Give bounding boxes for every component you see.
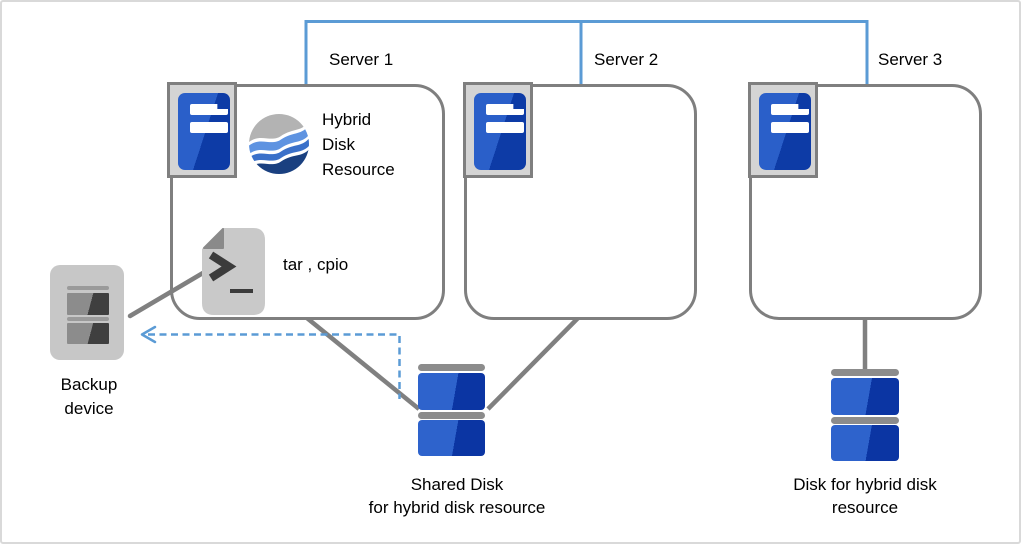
backup-device-label: Backup device: [34, 373, 144, 421]
hybrid-disk-resource-label: Hybrid Disk Resource: [322, 107, 395, 182]
server-icon-slot: [190, 122, 228, 133]
disk-platter-bar: [831, 369, 899, 376]
backup-label-line: Backup: [60, 375, 118, 394]
server-icon-slot: [486, 122, 524, 133]
disk-body: [418, 373, 485, 410]
backup-device-drive: [67, 323, 109, 344]
server-icon-slot: [771, 104, 809, 115]
disk-platter-bar: [418, 412, 485, 419]
server-icon: [167, 82, 237, 178]
backup-dashed-line: [148, 333, 401, 399]
link-server2-shared-disk: [486, 312, 584, 411]
hybrid-disk-label-line: Disk for hybrid disk: [793, 475, 937, 494]
hybrid-label-line: Disk: [322, 135, 356, 154]
shared-disk-label-line: for hybrid disk resource: [368, 498, 546, 517]
disk-body: [831, 378, 899, 415]
disk-body: [831, 425, 899, 461]
backup-label-line: device: [64, 399, 114, 418]
script-file-icon: [202, 228, 265, 315]
server-icon-slot: [771, 122, 809, 133]
server-icon: [748, 82, 818, 178]
server-icon-slot: [190, 104, 228, 115]
backup-device-icon: [50, 265, 124, 360]
backup-tools-label: tar , cpio: [283, 255, 349, 274]
hybrid-disk-label-line: resource: [831, 498, 899, 517]
link-server1-shared-disk: [300, 312, 421, 411]
server3-label: Server 3: [878, 50, 943, 69]
backup-device-drive: [67, 293, 109, 315]
server-icon: [463, 82, 533, 178]
server1-label: Server 1: [329, 50, 394, 69]
hybrid-disk-icon: [831, 369, 899, 461]
server-icon-panel: [759, 93, 811, 170]
hybrid-disk-resource-icon: [249, 114, 309, 174]
disk-body: [418, 420, 485, 456]
backup-device-slot: [67, 317, 109, 321]
server-icon-panel: [178, 93, 230, 170]
backup-arrowhead-icon: [140, 325, 157, 344]
hybrid-label-line: Hybrid: [322, 110, 372, 129]
backup-device-slot: [67, 286, 109, 290]
hybrid-label-line: Resource: [322, 160, 395, 179]
hybrid-disk-label: Disk for hybrid disk resource: [750, 473, 980, 519]
disk-platter-bar: [418, 364, 485, 371]
server-icon-panel: [474, 93, 526, 170]
shared-disk-label-line: Shared Disk: [410, 475, 504, 494]
shared-disk-label: Shared Disk for hybrid disk resource: [327, 473, 587, 519]
shared-disk-icon: [418, 364, 485, 456]
server2-label: Server 2: [594, 50, 659, 69]
disk-platter-bar: [831, 417, 899, 424]
server-icon-slot: [486, 104, 524, 115]
